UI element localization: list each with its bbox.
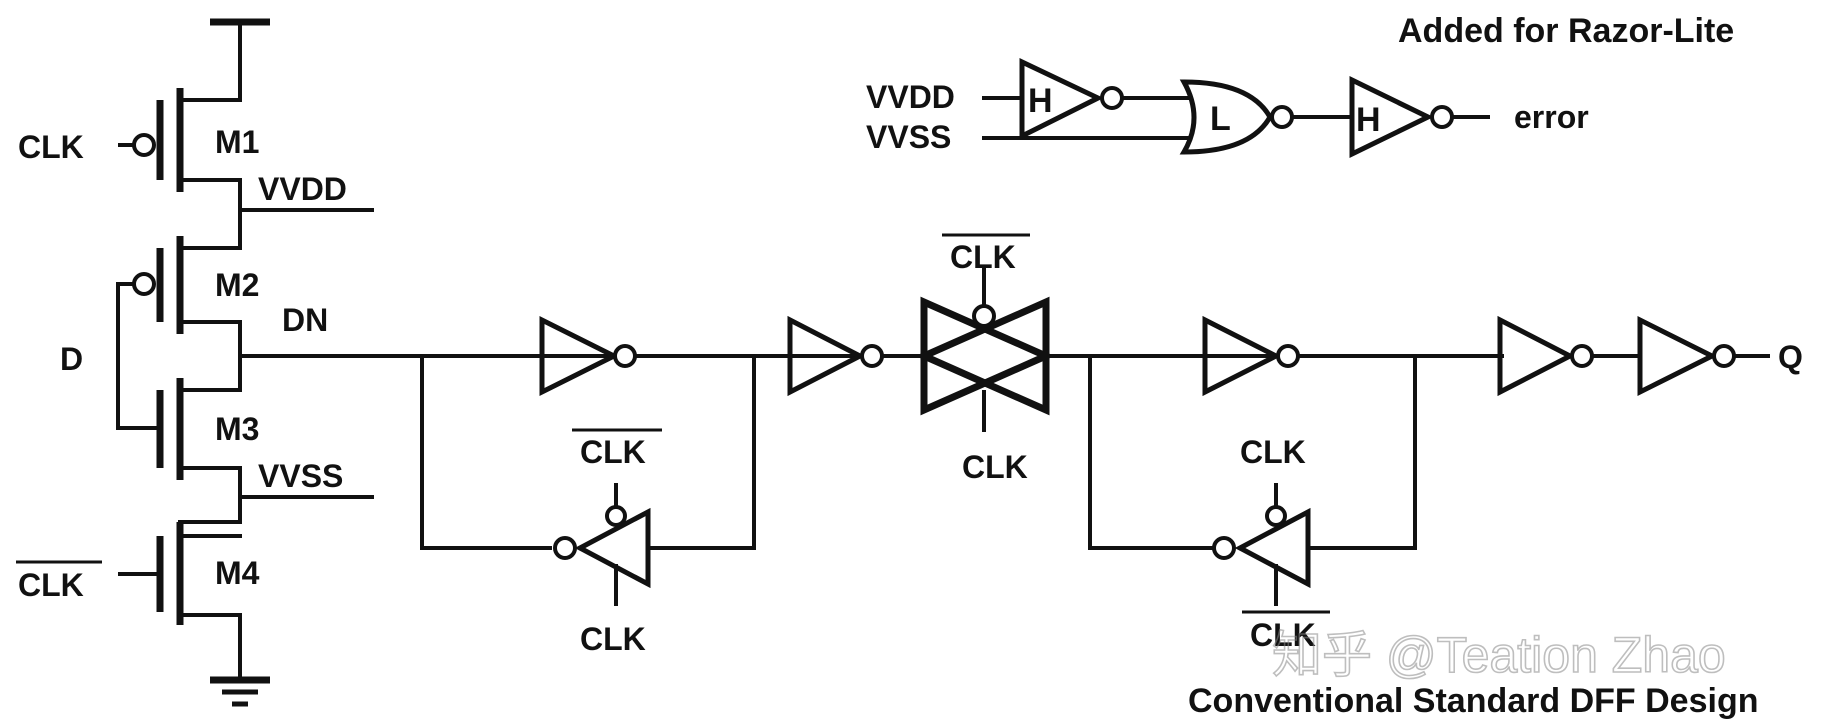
l-gate-label: L — [1210, 100, 1231, 138]
error-output-label: error — [1514, 99, 1589, 135]
l-nor-gate — [1179, 79, 1273, 155]
m4-label: M4 — [215, 555, 260, 591]
dff-design-title: Conventional Standard DFF Design — [1188, 682, 1758, 720]
clk-bar-input-label: CLK — [18, 567, 84, 603]
nor-bubble — [1270, 105, 1294, 129]
h-gate-label: H — [1356, 101, 1381, 139]
dn-label: DN — [282, 302, 328, 338]
m3-label: M3 — [215, 411, 259, 447]
h-inverter-input — [1019, 58, 1104, 141]
master-feedback-clk-label: CLK — [580, 621, 646, 657]
slave-feedback-clk-bar-label: CLK — [1250, 617, 1316, 653]
master-latch: CLK CLK — [420, 315, 756, 657]
razor-lite-title: Added for Razor-Lite — [1398, 12, 1734, 50]
d-input-label: D — [60, 341, 83, 377]
vvdd-input-label: VVDD — [866, 79, 955, 115]
inverter-bubble — [1430, 105, 1454, 129]
slave-latch: CLK CLK — [1088, 315, 1417, 653]
vvdd-label: VVDD — [258, 171, 347, 207]
master-forward-inverter — [539, 315, 620, 397]
slave-forward-inverter — [1202, 315, 1282, 397]
buffer-inverter — [787, 315, 866, 397]
output-inverter-2 — [1637, 315, 1718, 397]
watermark: 知乎 @Teation Zhao — [1272, 627, 1726, 683]
transmission-gate: CLK CLK — [880, 233, 1092, 485]
inverter-bubble — [1712, 344, 1736, 368]
inverter-bubble — [1276, 344, 1300, 368]
tgate-clk-label: CLK — [962, 449, 1028, 485]
m2-label: M2 — [215, 267, 259, 303]
vvss-input-label: VVSS — [866, 119, 951, 155]
tgate-enable-bubble — [972, 304, 996, 328]
h-inverter-output — [1349, 76, 1434, 158]
clk-input-label: CLK — [18, 129, 84, 165]
m2-gate-bubble — [132, 272, 156, 296]
inverter-bubble — [860, 344, 884, 368]
master-feedback-clk-bar-label: CLK — [580, 434, 646, 470]
tgate-clk-bar-label: CLK — [950, 239, 1016, 275]
slave-feedback-clk-label: CLK — [1240, 434, 1306, 470]
m1-label: M1 — [215, 124, 259, 160]
output-inverter-1 — [1497, 315, 1576, 397]
inverter-bubble — [1212, 536, 1236, 560]
h-gate-label: H — [1028, 82, 1053, 120]
q-output-label: Q — [1778, 339, 1803, 375]
m1-gate-bubble — [132, 133, 156, 157]
vvss-label: VVSS — [258, 458, 343, 494]
transistor-stack — [116, 18, 374, 707]
inverter-bubble — [1100, 86, 1124, 110]
tristate-enable-bubble — [605, 505, 627, 527]
razor-lite-error-logic: Added for Razor-Lite VVDD VVSS H L H err… — [866, 12, 1734, 158]
inverter-bubble — [613, 344, 637, 368]
inverter-bubble — [553, 536, 577, 560]
inverter-bubble — [1570, 344, 1594, 368]
tristate-enable-bubble — [1265, 505, 1287, 527]
